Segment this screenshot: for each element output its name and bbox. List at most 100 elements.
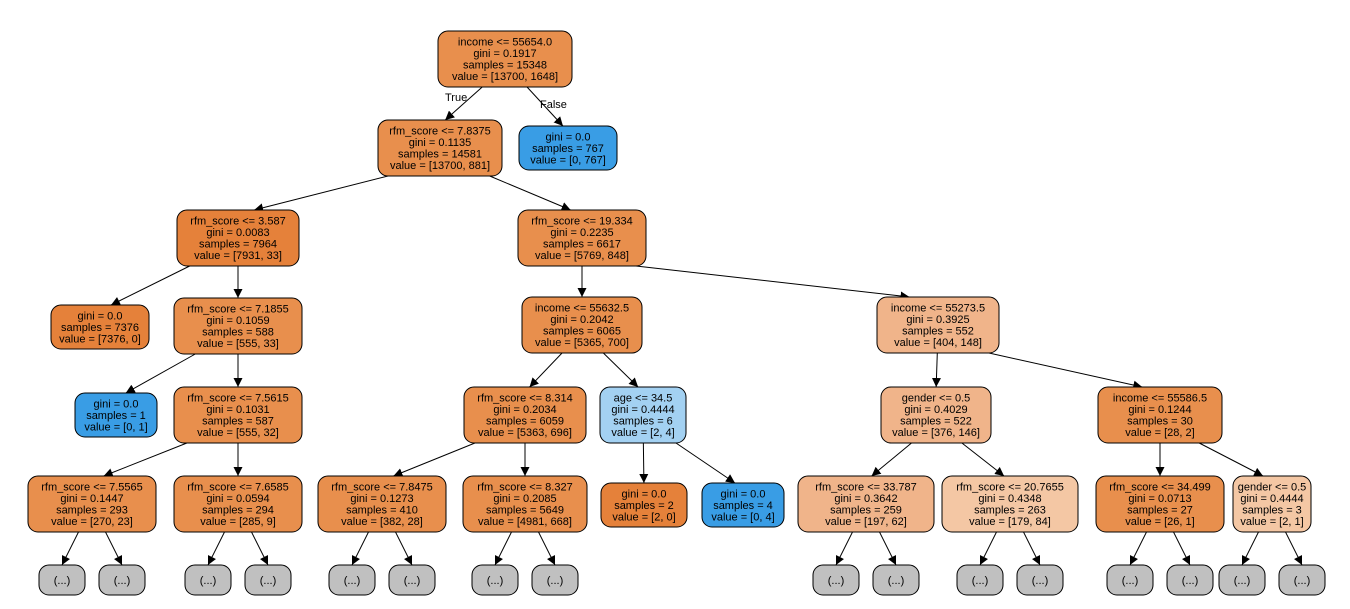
node-line: rfm_score <= 7.5615 [187, 393, 289, 405]
node-line: value = [382, 28] [341, 516, 423, 528]
node-box [1095, 475, 1225, 533]
node-box [599, 386, 687, 444]
node-line: samples = 522 [900, 416, 972, 428]
edge-n16-ellipsis-0 [494, 531, 512, 566]
node-box [880, 386, 992, 444]
tree-node-n21-ellipsis-0: (...) [812, 564, 860, 596]
node-box [377, 119, 503, 177]
tree-node-n22-ellipsis-0: (...) [956, 564, 1004, 596]
node-line: gini = 0.0 [546, 131, 591, 143]
tree-node-n22-ellipsis-1: (...) [1016, 564, 1064, 596]
node-line: gini = 0.1273 [350, 493, 413, 505]
node-line: value = [26, 1] [1125, 516, 1194, 528]
node-line: samples = 263 [974, 505, 1046, 517]
node-line: rfm_score <= 7.8475 [331, 482, 433, 494]
edge-n11-n14 [603, 352, 639, 388]
edge-label-false: False [540, 99, 567, 111]
node-line: rfm_score <= 33.787 [815, 482, 917, 494]
node-line: gini = 0.3925 [906, 314, 969, 326]
node-line: value = [555, 33] [197, 338, 279, 350]
node-line: value = [285, 9] [200, 516, 276, 528]
node-line: gini = 0.0 [78, 310, 123, 322]
node-line: rfm_score <= 7.8375 [389, 126, 491, 138]
node-line: value = [2, 0] [612, 511, 675, 523]
edge-n21-ellipsis-1 [879, 531, 897, 566]
edge-root-n1 [444, 86, 483, 121]
node-line: samples = 1 [86, 410, 146, 422]
tree-node-n16-ellipsis-1: (...) [531, 564, 579, 596]
node-box [812, 564, 860, 596]
node-box [463, 386, 587, 444]
tree-node-n21-ellipsis-1: (...) [872, 564, 920, 596]
tree-node-n24-ellipsis-1: (...) [1278, 564, 1326, 596]
node-line: value = [7931, 33] [194, 250, 282, 262]
node-line: gini = 0.1059 [206, 315, 269, 327]
node-line: value = [13700, 881] [390, 160, 490, 172]
node-line: (...) [1294, 575, 1311, 587]
edge-n12-n19 [931, 352, 941, 388]
tree-node-n24-ellipsis-0: (...) [1218, 564, 1266, 596]
node-line: value = [28, 2] [1125, 427, 1194, 439]
node-line: value = [13700, 1648] [452, 71, 558, 83]
edge-n22-ellipsis-1 [1023, 531, 1041, 566]
tree-node-n15-ellipsis-1: (...) [388, 564, 436, 596]
node-line: (...) [1122, 575, 1139, 587]
edge-n8-n9 [103, 442, 188, 477]
node-line: samples = 6 [613, 416, 673, 428]
node-line: (...) [487, 575, 504, 587]
edge-label-true: True [445, 92, 467, 104]
node-line: value = [2, 1] [1240, 516, 1303, 528]
node-line: value = [376, 146] [892, 427, 980, 439]
node-line: income <= 55654.0 [458, 37, 552, 49]
node-line: samples = 259 [830, 505, 902, 517]
node-line: samples = 14581 [398, 149, 482, 161]
node-line: samples = 27 [1127, 505, 1193, 517]
node-box [328, 564, 376, 596]
edge-n21-ellipsis-0 [835, 531, 853, 566]
node-line: gini = 0.2085 [493, 493, 556, 505]
node-line: samples = 30 [1127, 416, 1193, 428]
node-line: value = [5365, 700] [535, 337, 629, 349]
node-box [1016, 564, 1064, 596]
node-line: value = [270, 23] [51, 516, 133, 528]
edge-n23-ellipsis-0 [1129, 531, 1147, 566]
node-box [176, 209, 300, 267]
node-line: value = [555, 32] [197, 427, 279, 439]
node-line: value = [197, 62] [825, 516, 907, 528]
node-box [1106, 564, 1154, 596]
node-line: gini = 0.4444 [1240, 493, 1303, 505]
node-box [1278, 564, 1326, 596]
node-line: gini = 0.0 [94, 398, 139, 410]
node-box [797, 475, 935, 533]
node-line: (...) [547, 575, 564, 587]
node-line: rfm_score <= 8.314 [477, 393, 572, 405]
node-box [1166, 564, 1214, 596]
node-box [941, 475, 1079, 533]
node-line: samples = 552 [902, 326, 974, 338]
node-line: gender <= 0.5 [1238, 482, 1307, 494]
tree-node-n9-ellipsis-1: (...) [98, 564, 146, 596]
edge-n15-ellipsis-0 [351, 531, 369, 566]
node-line: rfm_score <= 7.5565 [41, 482, 143, 494]
node-line: gini = 0.2235 [550, 227, 613, 239]
node-line: samples = 5649 [486, 505, 564, 517]
edge-n3-n5 [110, 265, 190, 306]
node-box [173, 386, 303, 444]
node-box [1232, 475, 1312, 533]
node-line: samples = 767 [532, 143, 604, 155]
edge-n14-n17 [639, 442, 649, 484]
edges [61, 86, 1303, 566]
tree-node-n10-ellipsis-1: (...) [244, 564, 292, 596]
tree-node-n15-ellipsis-0: (...) [328, 564, 376, 596]
node-line: samples = 6059 [486, 416, 564, 428]
node-box [388, 564, 436, 596]
node-line: gini = 0.4348 [978, 493, 1041, 505]
